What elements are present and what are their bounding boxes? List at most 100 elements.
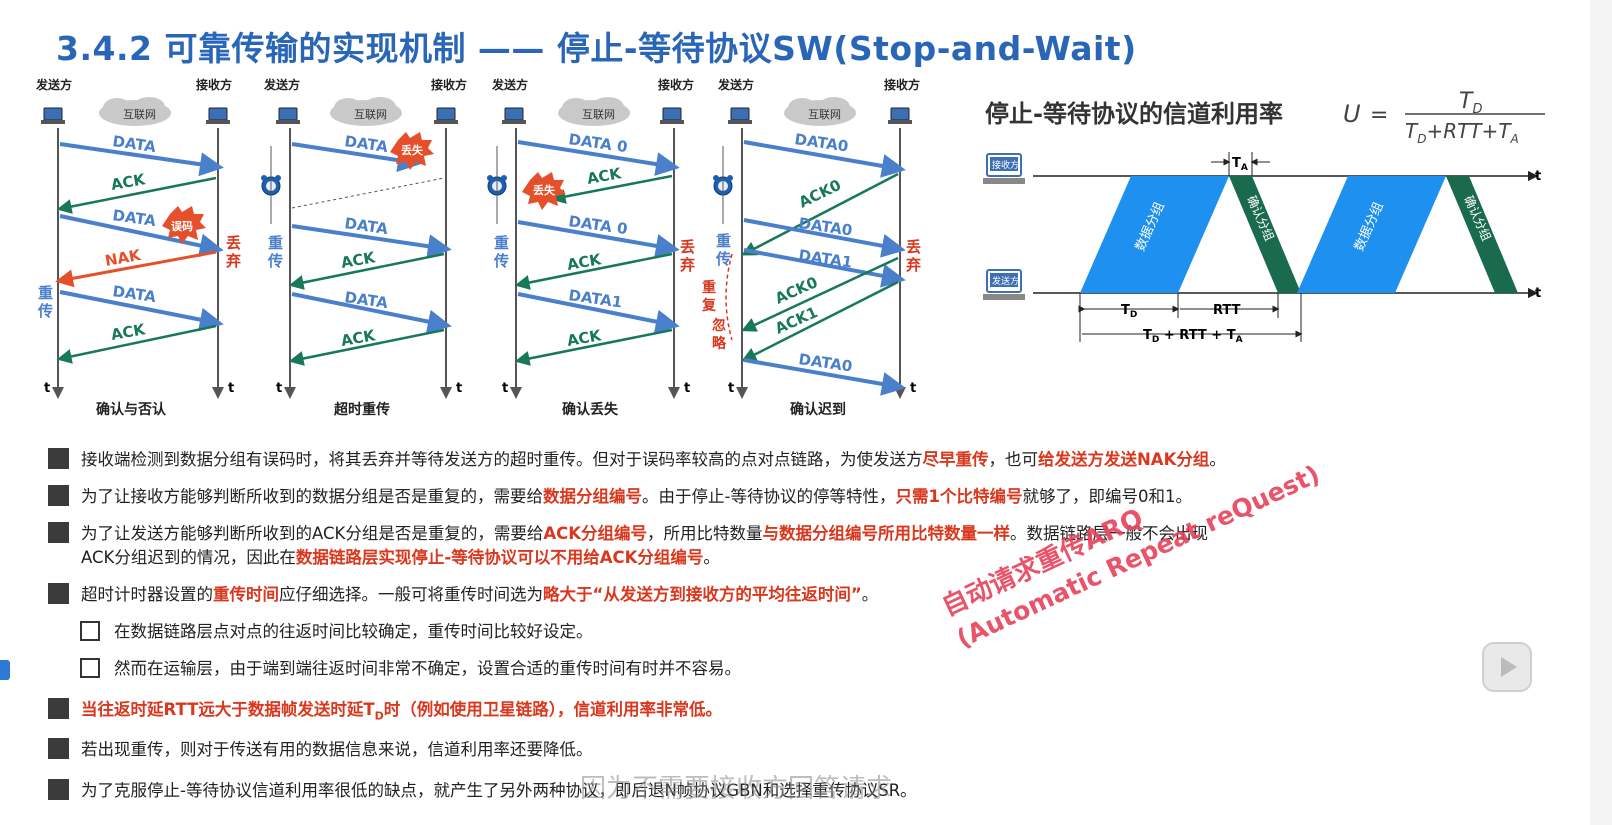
ignore-label-2: 略 — [712, 335, 727, 352]
sender-tag: 发送方 — [992, 275, 1019, 287]
data-arrow — [517, 220, 680, 258]
ack-arrow — [514, 252, 673, 290]
data-label: DATA — [111, 132, 157, 156]
sender-laptop-icon — [501, 107, 527, 125]
receiver-label: 接收方 — [431, 77, 467, 92]
ta-label: TA — [1232, 156, 1248, 173]
ack-arrow — [288, 328, 445, 366]
time-axis-label: t — [684, 381, 690, 396]
sender-laptop-icon — [727, 107, 753, 125]
diagram-timeout: 发送方 接收方 互联网 t t DATA 丢失 重 传 DATA ACK DAT… — [260, 77, 467, 418]
time-axis-label: t — [456, 381, 462, 396]
total-label: TD + RTT + TA — [1143, 328, 1243, 345]
data-arrow — [59, 290, 224, 332]
internet-label: 互联网 — [123, 108, 156, 121]
retransmit-label-2: 传 — [37, 302, 53, 320]
internet-label: 互联网 — [582, 108, 615, 121]
discard-label-2: 弃 — [680, 256, 695, 274]
bullet-3-continued: ACK分组迟到的情况，因此在数据链路层实现停止-等待协议可以不用给ACK分组编号… — [81, 548, 720, 567]
bullet-square — [48, 448, 69, 469]
loss-label: 丢失 — [533, 183, 556, 197]
dup-bracket — [725, 253, 733, 341]
duplicate-label-2: 复 — [701, 297, 717, 314]
data-label: DATA — [343, 132, 389, 156]
diagram-ack-late: 发送方 接收方 互联网 t t DATA0 ACK0 重 传 DATA0 丢 弃… — [701, 77, 921, 418]
ack-arrow — [56, 324, 217, 364]
sender-label: 发送方 — [717, 77, 754, 92]
bullet-7: 为了克服停止-等待协议信道利用率很低的缺点，就产生了另外两种协议，即后退N帧协议… — [48, 779, 917, 803]
data-arrow — [291, 224, 452, 259]
formula-denominator: TD+RTT+TA — [1405, 119, 1519, 146]
ack-label: ACK — [566, 326, 604, 350]
time-axis-label: t — [44, 381, 50, 396]
duplicate-label-1: 重 — [702, 279, 716, 296]
discard-label-2: 弃 — [226, 252, 241, 270]
ack-label: ACK — [566, 250, 604, 274]
loss-label: 丢失 — [401, 143, 424, 157]
timeout-dashed-line — [291, 177, 445, 209]
ack-arrow — [288, 252, 445, 290]
data-arrow — [59, 142, 224, 177]
error-burst-icon — [162, 206, 206, 244]
formula-numerator: TD — [1459, 89, 1482, 117]
ack-label: ACK — [340, 248, 378, 272]
checkbox-bullet — [80, 620, 100, 641]
error-label: 误码 — [171, 219, 193, 233]
time-axis-label: t — [728, 381, 734, 396]
diagram-caption: 确认与否认 — [96, 401, 167, 418]
ignore-label-1: 忽 — [712, 317, 726, 334]
diagram-caption: 确认丢失 — [562, 401, 619, 418]
discard-label-2: 弃 — [906, 256, 921, 274]
receiver-laptop-icon — [659, 107, 685, 125]
receiver-laptop-icon — [433, 107, 459, 125]
ack-late-arrow — [741, 172, 899, 256]
ack-label: ACK — [340, 326, 378, 350]
data-arrow — [59, 214, 224, 258]
bullet-6: 若出现重传，则对于传送有用的数据信息来说，信道利用率还要降低。 — [48, 738, 593, 762]
data-arrow — [291, 292, 452, 334]
ack-arrow — [741, 256, 899, 332]
time-axis-label: t — [910, 381, 916, 396]
bullet-5: 当往返时延RTT远大于数据帧发送时延TD时（例如使用卫星链路），信道利用率非常低… — [48, 698, 722, 728]
data-arrow — [743, 218, 906, 258]
bullet-1: 接收端检测到数据分组有误码时，将其丢弃并等待发送方的超时重传。但对于误码率较高的… — [48, 448, 1226, 472]
data-label: DATA1 — [567, 286, 623, 311]
data-arrow — [291, 142, 422, 173]
data-arrow — [517, 292, 680, 334]
data-arrow — [743, 140, 906, 178]
time-axis-label: t — [276, 381, 282, 396]
sender-laptop-icon — [275, 107, 301, 125]
data-arrow — [743, 358, 906, 396]
retransmit-label-2: 传 — [493, 252, 509, 270]
ack-arrow — [56, 176, 217, 214]
sender-label: 发送方 — [491, 77, 528, 92]
bullet-3: 为了让发送方能够判断所收到的ACK分组是否是重复的，需要给ACK分组编号，所用比… — [48, 522, 1208, 546]
checkbox-bullet — [80, 657, 100, 678]
ack-arrow — [550, 174, 673, 204]
protocol-diagrams: 发送方 接收方 互联网 t t DATA ACK DATA 误码 NAK 丢 弃… — [35, 77, 921, 418]
diagram-caption: 确认迟到 — [790, 401, 846, 418]
ack-block-2 — [1446, 176, 1518, 293]
data-arrow — [517, 140, 680, 176]
ack-arrow — [741, 280, 899, 362]
sub-bullet-1: 在数据链路层点对点的往返时间比较确定，重传时间比较好设定。 — [80, 620, 593, 644]
data-arrow — [743, 248, 906, 288]
video-play-button[interactable] — [1482, 642, 1532, 692]
sender-laptop-icon — [983, 269, 1025, 300]
utilization-heading: 停止-等待协议的信道利用率 — [985, 100, 1283, 128]
diagram-ack-lost: 发送方 接收方 互联网 t t DATA 0 ACK 丢失 重 传 DATA 0… — [486, 77, 695, 418]
ack-label: ACK — [586, 164, 624, 188]
retransmit-label-1: 重 — [38, 284, 53, 302]
sender-label: 发送方 — [35, 77, 72, 92]
time-axis-label: t — [1535, 286, 1541, 301]
time-axis-label: t — [1535, 169, 1541, 184]
data-label: DATA — [343, 214, 389, 238]
formula-u: U — [1343, 100, 1361, 128]
data-block-1 — [1080, 176, 1229, 293]
sender-label: 发送方 — [263, 77, 300, 92]
utilization-figure: 停止-等待协议的信道利用率 U = TD TD+RTT+TA 接收方 发送方 t… — [983, 89, 1545, 345]
data-label: DATA — [343, 288, 389, 312]
side-panel-icon[interactable] — [0, 660, 10, 680]
sub-bullet-2: 然而在运输层，由于端到端往返时间非常不确定，设置合适的重传时间有时并不容易。 — [80, 657, 741, 681]
bullet-square — [48, 779, 69, 800]
